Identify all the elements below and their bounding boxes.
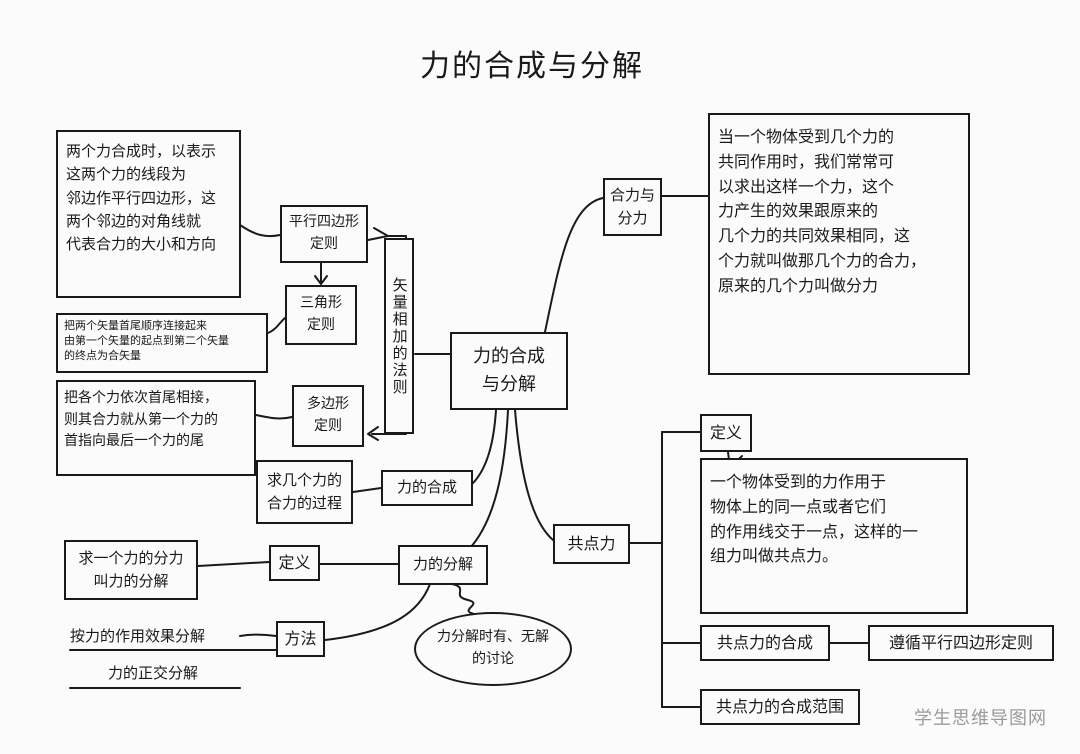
center-node: 力的合成 与分解 [450, 332, 568, 410]
resultant-and-component-node: 合力与 分力 [603, 178, 662, 236]
method-effect-item: 按力的作用效果分解 [70, 627, 206, 645]
concurrent-definition-node: 定义 [700, 414, 752, 452]
composition-node: 力的合成 [381, 470, 473, 506]
parallelogram-desc-box: 两个力合成时，以表示 这两个力的线段为 邻边作平行四边形，这 两个邻边的对角线就… [56, 130, 241, 298]
vector-addition-rule-node: 矢量相加的法则 [384, 238, 414, 434]
composition-desc-box: 求几个力的 合力的过程 [256, 460, 353, 524]
concurrent-definition-desc-box: 一个物体受到的力作用于 物体上的同一点或者它们 的作用线交于一点，这样的一 组力… [700, 458, 968, 614]
decomposition-definition-desc-box: 求一个力的分力 叫力的分解 [64, 540, 198, 600]
polygon-desc-box: 把各个力依次首尾相接， 则其合力就从第一个力的 首指向最后一个力的尾 [56, 380, 256, 476]
concurrent-range-node: 共点力的合成范围 [700, 689, 860, 725]
resultant-definition-box: 当一个物体受到几个力的 共同作用时，我们常常可 以求出这样一个力，这个 力产生的… [708, 113, 970, 375]
parallelogram-rule-node: 平行四边形 定则 [280, 205, 368, 263]
polygon-rule-node: 多边形 定则 [292, 385, 364, 447]
concurrent-composition-rule-box: 遵循平行四边形定则 [868, 625, 1054, 661]
triangle-desc-box: 把两个矢量首尾顺序连接起来 由第一个矢量的起点到第二个矢量 的终点为合矢量 [56, 313, 268, 373]
concurrent-forces-node: 共点力 [553, 524, 630, 564]
watermark: 学生思维导图网 [914, 708, 1047, 729]
concurrent-composition-node: 共点力的合成 [700, 625, 830, 661]
decomposition-node: 力的分解 [398, 545, 488, 585]
triangle-rule-node: 三角形 定则 [285, 285, 357, 345]
page-title: 力的合成与分解 [420, 49, 644, 84]
method-orthogonal-item: 力的正交分解 [108, 664, 199, 682]
decomposition-definition-node: 定义 [269, 545, 320, 581]
decomposition-discussion-oval: 力分解时有、无解 的讨论 [414, 612, 572, 686]
method-node: 方法 [276, 621, 325, 657]
